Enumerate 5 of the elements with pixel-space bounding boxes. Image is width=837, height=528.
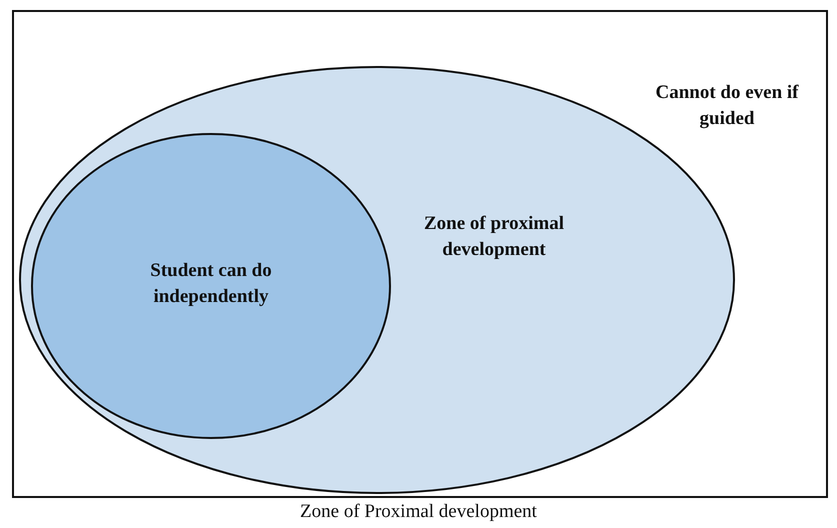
zone-label: Zone of proximal development: [422, 212, 566, 262]
caption: Zone of Proximal development: [299, 501, 538, 523]
frame-box: [12, 10, 828, 498]
zone-label: Cannot do even if guided: [654, 81, 800, 131]
zone-label: Student can do independently: [149, 259, 273, 309]
